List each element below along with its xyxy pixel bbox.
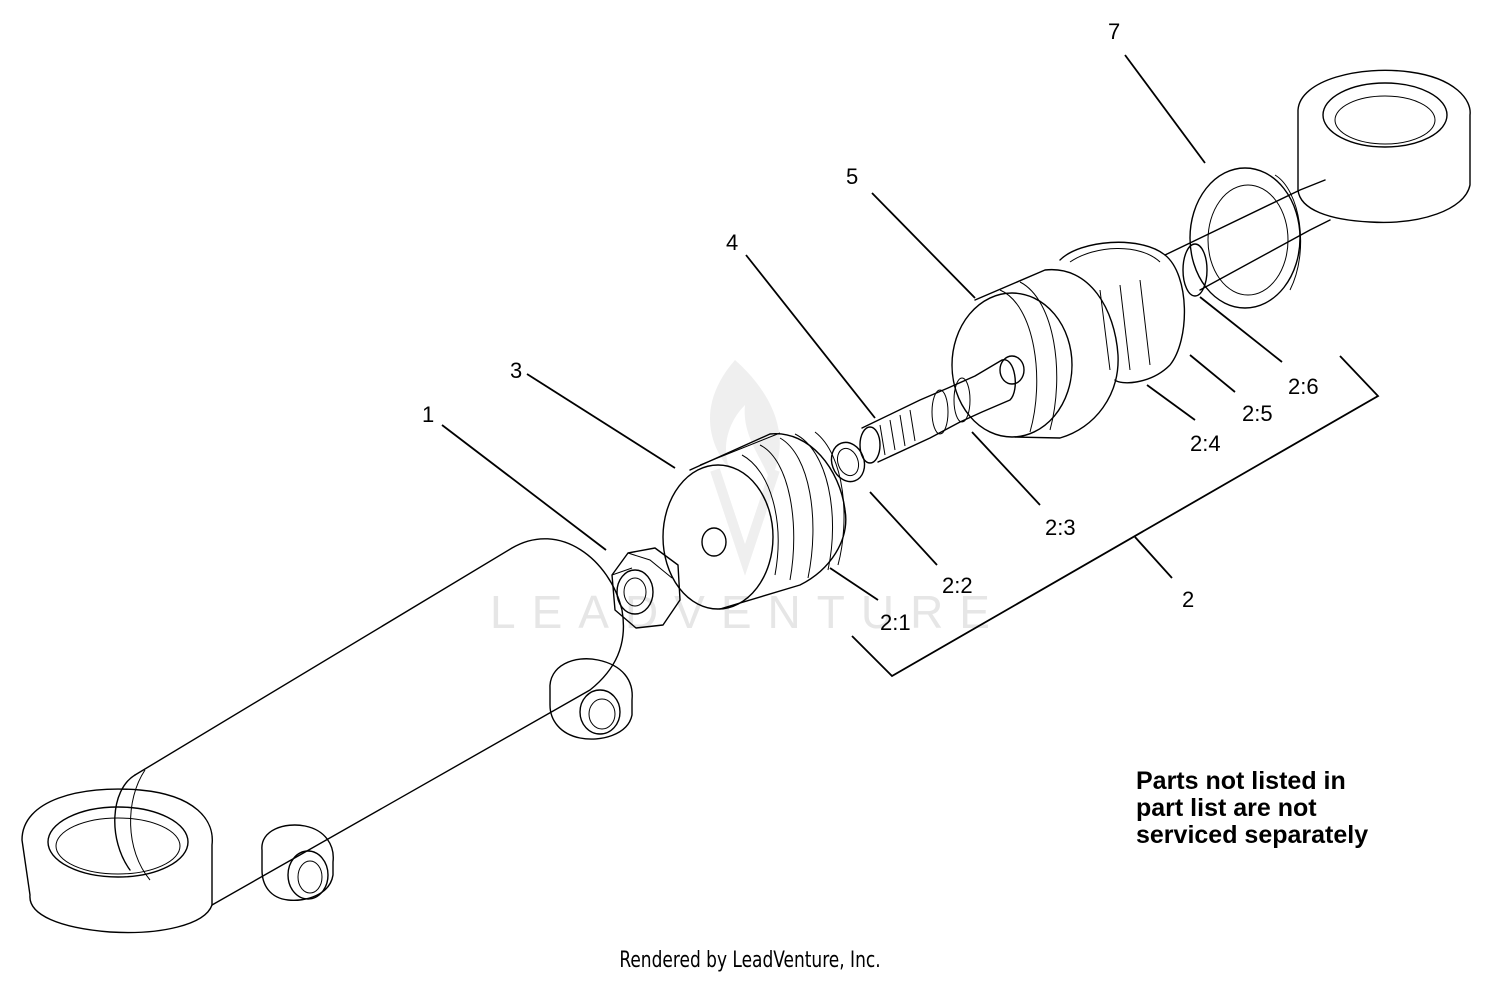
rod-end-assembly [1164, 69, 1471, 309]
service-note-line-2: part list are not [1136, 794, 1317, 822]
o-ring [830, 441, 866, 483]
service-note: Parts not listed in part list are not se… [1136, 768, 1368, 849]
callout-3: 3 [510, 358, 522, 383]
callout-2-4: 2:4 [1190, 431, 1221, 456]
service-note-line-1: Parts not listed in [1136, 767, 1346, 795]
callout-2-1: 2:1 [880, 610, 911, 635]
footer-credit: Rendered by LeadVenture, Inc. [619, 948, 881, 973]
piston-rod [859, 359, 1016, 464]
service-note-line-3: serviced separately [1136, 821, 1369, 849]
callout-2: 2 [1182, 587, 1194, 612]
callout-7: 7 [1108, 19, 1120, 44]
watermark: LEADVENTURE [490, 360, 1006, 638]
rod-gland [951, 269, 1119, 439]
callout-5: 5 [846, 164, 858, 189]
callout-2-6: 2:6 [1288, 374, 1319, 399]
leader-lines [441, 54, 1283, 601]
callout-4: 4 [726, 230, 738, 255]
callout-1: 1 [422, 402, 434, 427]
callout-labels: 1 3 4 5 7 2:1 2:2 2:3 2:4 2:5 2:6 2 [422, 19, 1319, 635]
watermark-text: LEADVENTURE [490, 586, 1006, 638]
hex-nut [611, 547, 681, 629]
callout-2-5: 2:5 [1242, 401, 1273, 426]
assembly-bracket [851, 355, 1380, 678]
rod-seal [1059, 241, 1186, 384]
callout-2-2: 2:2 [942, 573, 973, 598]
cylinder-barrel [21, 538, 633, 934]
piston [662, 431, 847, 610]
callout-2-3: 2:3 [1045, 515, 1076, 540]
